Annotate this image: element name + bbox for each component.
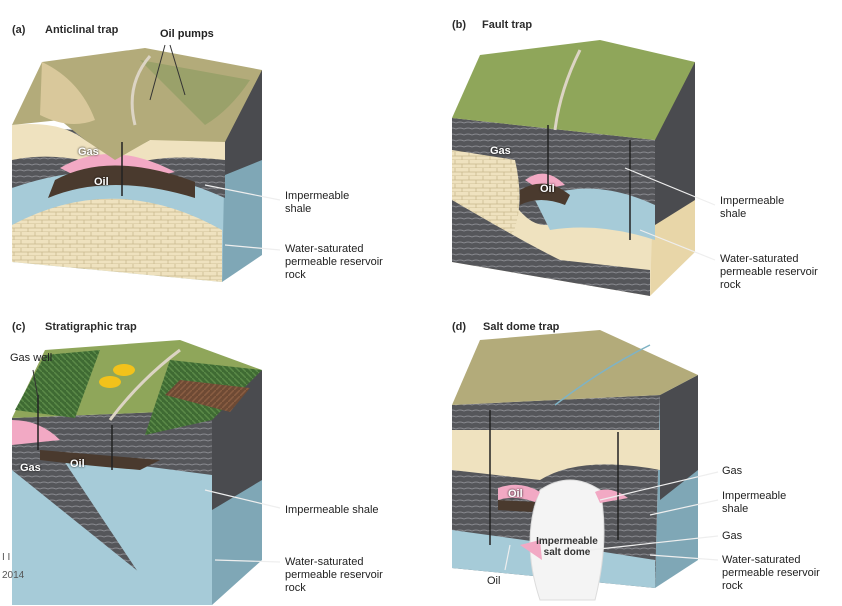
salt-dome-trap-block bbox=[452, 330, 698, 601]
water-line-2: permeable reservoir bbox=[285, 256, 383, 268]
impermeable-shale-label-b: Impermeable shale bbox=[720, 195, 784, 221]
impermeable-shale-label-a: Impermeable shale bbox=[285, 190, 349, 216]
water-saturated-label-a: Water-saturated permeable reservoir rock bbox=[285, 243, 383, 282]
water-line-3: rock bbox=[722, 580, 743, 592]
salt-dome-label: Impermeable salt dome bbox=[532, 536, 602, 558]
fault-trap-block bbox=[452, 40, 695, 296]
panel-b-title: Fault trap bbox=[482, 19, 532, 31]
shale-line-1: Impermeable bbox=[285, 190, 350, 202]
water-leader-a bbox=[224, 244, 281, 251]
water-line-2: permeable reservoir bbox=[722, 567, 820, 579]
shale-leader-b bbox=[624, 167, 716, 206]
oil-pocket-left bbox=[498, 500, 535, 512]
water-line-1: Water-saturated bbox=[720, 253, 799, 265]
water-leader-b bbox=[639, 229, 716, 261]
oil-label-a: Oil bbox=[94, 176, 109, 188]
panel-b-letter: (b) bbox=[452, 19, 466, 31]
water-line-1: Water-saturated bbox=[722, 554, 801, 566]
panel-d-title: Salt dome trap bbox=[483, 321, 560, 333]
water-line-3: rock bbox=[285, 269, 306, 281]
water-line-1: Water-saturated bbox=[285, 243, 364, 255]
water-line-2: permeable reservoir bbox=[720, 266, 818, 278]
panel-c-letter: (c) bbox=[12, 321, 26, 333]
shale-line-2: shale bbox=[720, 208, 747, 220]
oil-label-b: Oil bbox=[540, 183, 555, 195]
water-line-1: Water-saturated bbox=[285, 556, 364, 568]
oil-pumps-leader-2 bbox=[169, 44, 186, 96]
shale-line-1: Impermeable bbox=[720, 195, 785, 207]
water-line-2: permeable reservoir bbox=[285, 569, 383, 581]
oil-pumps-label: Oil pumps bbox=[160, 28, 214, 40]
gas-label-d2: Gas bbox=[722, 530, 743, 542]
panel-c-title: Stratigraphic trap bbox=[45, 321, 137, 333]
shale-leader-a bbox=[204, 184, 281, 201]
gas-pocket-left bbox=[498, 484, 540, 502]
gas-pocket-lower bbox=[520, 540, 542, 560]
shale-line-2: shale bbox=[722, 503, 749, 515]
oil-label-d-outer: Oil bbox=[487, 575, 501, 587]
oil-leader-d bbox=[504, 544, 511, 571]
salt-line-1: Impermeable bbox=[536, 536, 598, 547]
water-saturated-label-d: Water-saturated permeable reservoir rock bbox=[722, 554, 820, 593]
water-line-3: rock bbox=[285, 582, 306, 594]
water-leader-c bbox=[214, 559, 281, 563]
gas-label-b: Gas bbox=[490, 145, 511, 157]
oil-label-c: Oil bbox=[70, 458, 85, 470]
panel-a-title: Anticlinal trap bbox=[45, 24, 119, 36]
stratigraphic-trap-block bbox=[12, 340, 262, 605]
salt-line-2: salt dome bbox=[543, 547, 591, 558]
corner-year: 2014 bbox=[2, 570, 25, 581]
impermeable-shale-label-d: Impermeable shale bbox=[722, 490, 786, 516]
gas-leader-d1 bbox=[599, 471, 719, 501]
panel-a-letter: (a) bbox=[12, 24, 26, 36]
water-line-3: rock bbox=[720, 279, 741, 291]
oil-pumps-leader-1 bbox=[149, 44, 166, 101]
gas-leader-d2 bbox=[589, 535, 719, 551]
gas-pocket bbox=[12, 420, 60, 445]
anticlinal-trap-block bbox=[12, 48, 262, 282]
shale-line-1: Impermeable bbox=[722, 490, 787, 502]
water-leader-d bbox=[649, 554, 719, 561]
water-saturated-label-b: Water-saturated permeable reservoir rock bbox=[720, 253, 818, 292]
oil-label-d-inner: Oil bbox=[508, 488, 523, 500]
gas-label-a: Gas bbox=[78, 146, 99, 158]
shale-line-2: shale bbox=[285, 203, 312, 215]
corner-mark: I I bbox=[2, 552, 11, 563]
gas-label-c: Gas bbox=[20, 462, 41, 474]
impermeable-shale-label-c: Impermeable shale bbox=[285, 504, 379, 516]
gas-well-leader bbox=[32, 369, 39, 399]
gas-well-label: Gas well bbox=[10, 352, 53, 364]
gas-label-d1: Gas bbox=[722, 465, 743, 477]
shale-leader-c bbox=[204, 489, 281, 509]
oil-pocket bbox=[40, 450, 160, 470]
water-saturated-label-c: Water-saturated permeable reservoir rock bbox=[285, 556, 383, 595]
shale-leader-d bbox=[649, 499, 719, 516]
panel-d-letter: (d) bbox=[452, 321, 466, 333]
oil-pocket bbox=[520, 183, 570, 205]
